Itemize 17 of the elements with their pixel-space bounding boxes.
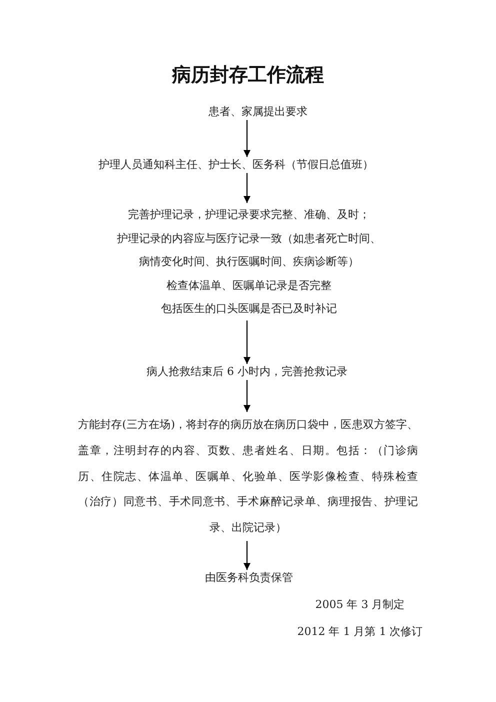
step-text: 方能封存(三方在场)，将封存的病历放在病历口袋中，医患双方签字、盖章，注明封存的内容、页数、患者姓名、日期。包括：（门诊病历、住院志、体温单、医嘱单、化验单、医学影像检查、特殊检查（治疗）同意书、手术同意书、手术麻醉记录单、病理报告、护理记录、出院记录）: [78, 417, 418, 536]
title: 病历封存工作流程: [172, 63, 324, 87]
arrow: [244, 120, 250, 157]
step-text: 患者、家属提出要求: [208, 104, 308, 120]
step-text: 病人抢救结束后 6 小时内，完善抢救记录: [146, 364, 348, 380]
note-text: 2012 年 1 月第 1 次修订: [297, 624, 423, 640]
step-text: 由医务科负责保管: [205, 570, 293, 586]
note-text: 2005 年 3 月制定: [315, 597, 405, 613]
step-text: 完善护理记录，护理记录要求完整、准确、及时；: [128, 207, 370, 223]
step-text: 护理人员通知科主任、护士长、医务科（节假日总值班）: [98, 157, 374, 173]
arrow: [244, 380, 250, 412]
arrow: [244, 320, 250, 364]
arrow: [244, 173, 250, 203]
step-text: 包括医生的口头医嘱是否已及时补记: [161, 301, 337, 317]
step-text: 护理记录的内容应与医疗记录一致（如患者死亡时间、病情变化时间、执行医嘱时间、疾病诊断等）: [116, 230, 382, 270]
step-text: 检查体温单、医嘱单记录是否完整: [166, 278, 332, 294]
arrow: [244, 540, 250, 570]
